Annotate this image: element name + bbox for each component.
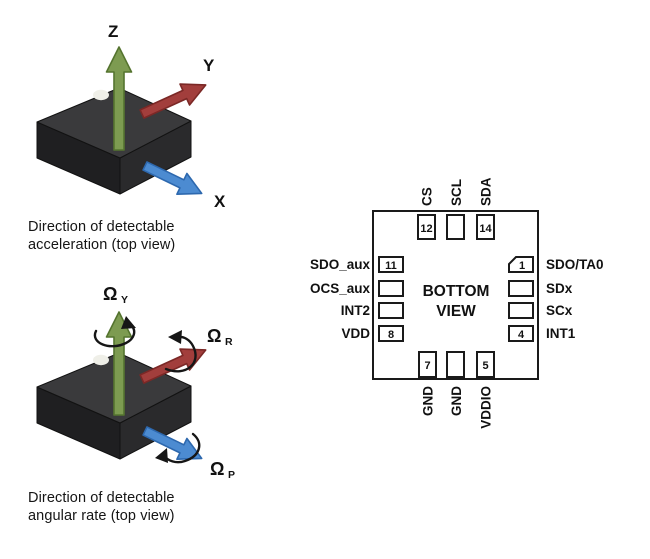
pin-label-scl: SCL xyxy=(449,179,464,206)
omega-yaw-label: Ω Y xyxy=(103,284,128,306)
pin-label-sdo-ta0: SDO/TA0 xyxy=(546,257,604,272)
pin-label-sdx: SDx xyxy=(546,281,573,296)
pin-number-1: 1 xyxy=(519,260,525,272)
pin-pad-7 xyxy=(418,351,437,378)
y-axis-arrow xyxy=(139,83,207,119)
z-axis-arrow xyxy=(105,46,133,151)
roll-axis-arrow xyxy=(139,348,207,384)
z-axis-label: Z xyxy=(108,22,118,41)
pin-pad-8 xyxy=(378,325,404,342)
y-axis-label: Y xyxy=(203,56,215,75)
angular-rate-caption-line2: angular rate (top view) xyxy=(28,508,175,524)
angular-rate-figure: Ω Y Ω R Ω P xyxy=(36,284,235,481)
x-axis-label: X xyxy=(214,192,226,211)
pin-pad-scx xyxy=(508,302,534,319)
pin-number-8: 8 xyxy=(388,329,394,341)
acceleration-caption-line2: acceleration (top view) xyxy=(28,237,176,253)
pin-pad-sdx xyxy=(508,280,534,297)
pin-pad-14 xyxy=(476,214,495,240)
roll-rotation-arc xyxy=(164,330,197,373)
yaw-rotation-arc xyxy=(93,316,136,348)
omega-symbol: Ω xyxy=(207,326,221,346)
omega-subscript: P xyxy=(228,469,235,481)
package-outline xyxy=(372,210,539,380)
pin-number-7: 7 xyxy=(424,360,430,372)
omega-symbol: Ω xyxy=(103,284,117,304)
pin-pad-ocs-aux xyxy=(378,280,404,297)
acceleration-caption-line1: Direction of detectable xyxy=(28,219,175,235)
pin-pad-5 xyxy=(476,351,495,378)
pin-label-sda: SDA xyxy=(479,177,494,206)
pitch-rotation-arc xyxy=(155,432,201,464)
pin-number-4: 4 xyxy=(518,329,525,341)
pin1-marker-dot xyxy=(93,354,109,366)
acceleration-caption: Direction of detectable acceleration (to… xyxy=(28,218,175,254)
omega-roll-label: Ω R xyxy=(207,326,233,348)
pin-label-vdd: VDD xyxy=(341,326,370,341)
pin-pad-11 xyxy=(378,256,404,273)
pin-label-scx: SCx xyxy=(546,303,573,318)
pin-number-12: 12 xyxy=(420,223,432,235)
pin-label-sdo-aux: SDO_aux xyxy=(310,257,371,272)
omega-subscript: R xyxy=(225,336,233,348)
pin-label-gnd1: GND xyxy=(421,386,436,416)
pin-label-vddio: VDDIO xyxy=(479,386,494,429)
pin-pad-1 xyxy=(508,256,534,273)
pin-number-5: 5 xyxy=(482,360,488,372)
angular-rate-caption: Direction of detectable angular rate (to… xyxy=(28,489,175,525)
omega-subscript: Y xyxy=(121,294,128,306)
pin-pad-12 xyxy=(417,214,436,240)
x-axis-arrow xyxy=(142,161,203,195)
pin1-marker-dot xyxy=(93,89,109,101)
bottom-view-label-line2: VIEW xyxy=(436,303,476,320)
pin-number-11: 11 xyxy=(385,260,397,272)
pin-label-gnd2: GND xyxy=(449,386,464,416)
pin-label-int2: INT2 xyxy=(341,303,370,318)
pin-pad-int2 xyxy=(378,302,404,319)
pin-pad-gnd2 xyxy=(446,351,465,378)
acceleration-figure: Z Y X xyxy=(36,22,226,211)
bottom-view-label-line1: BOTTOM xyxy=(423,283,490,300)
angular-rate-caption-line1: Direction of detectable xyxy=(28,490,175,506)
pin-pad-4 xyxy=(508,325,534,342)
pin-pad-scl xyxy=(446,214,465,240)
pin-label-int1: INT1 xyxy=(546,326,576,341)
pin-label-cs: CS xyxy=(420,187,435,206)
omega-pitch-label: Ω P xyxy=(210,459,235,481)
omega-symbol: Ω xyxy=(210,459,224,479)
pin-label-ocs-aux: OCS_aux xyxy=(310,281,371,296)
pin-number-14: 14 xyxy=(479,223,492,235)
pin-diagram: 12 14 CS SCL SDA 7 5 GND GND VDDIO 11 8 … xyxy=(310,177,604,429)
